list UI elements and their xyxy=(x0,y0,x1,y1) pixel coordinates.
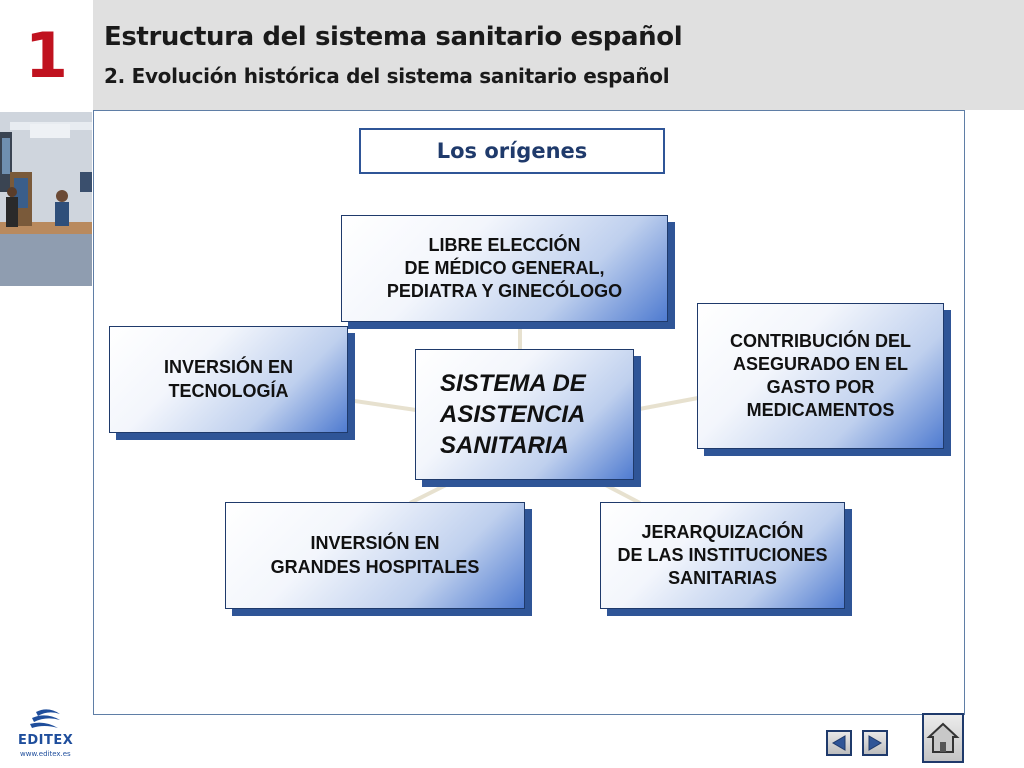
logo-text: EDITEX xyxy=(18,733,74,748)
diagram-box-bottom-right: JERARQUIZACIÓN DE LAS INSTITUCIONES SANI… xyxy=(600,502,845,609)
logo-url: www.editex.es xyxy=(20,750,71,758)
home-button[interactable] xyxy=(922,713,964,763)
previous-button[interactable] xyxy=(826,730,852,756)
diagram-box-right: CONTRIBUCIÓN DEL ASEGURADO EN EL GASTO P… xyxy=(697,303,944,449)
home-icon xyxy=(926,722,960,753)
page-title: Estructura del sistema sanitario español xyxy=(104,22,683,52)
diagram-box-bottom-left: INVERSIÓN EN GRANDES HOSPITALES xyxy=(225,502,525,609)
hospital-reception-photo xyxy=(0,112,92,286)
header-bar xyxy=(93,0,1024,110)
editex-logo xyxy=(16,708,78,764)
chapter-number: 1 xyxy=(24,18,69,92)
next-button[interactable] xyxy=(862,730,888,756)
right-arrow-icon xyxy=(868,735,882,751)
diagram-box-center: SISTEMA DE ASISTENCIA SANITARIA xyxy=(415,349,634,480)
page-subtitle: 2. Evolución histórica del sistema sanit… xyxy=(104,64,670,88)
left-arrow-icon xyxy=(832,735,846,751)
diagram-box-left: INVERSIÓN EN TECNOLOGÍA xyxy=(109,326,348,433)
diagram-box-top: LIBRE ELECCIÓN DE MÉDICO GENERAL, PEDIAT… xyxy=(341,215,668,322)
section-title: Los orígenes xyxy=(359,128,665,174)
